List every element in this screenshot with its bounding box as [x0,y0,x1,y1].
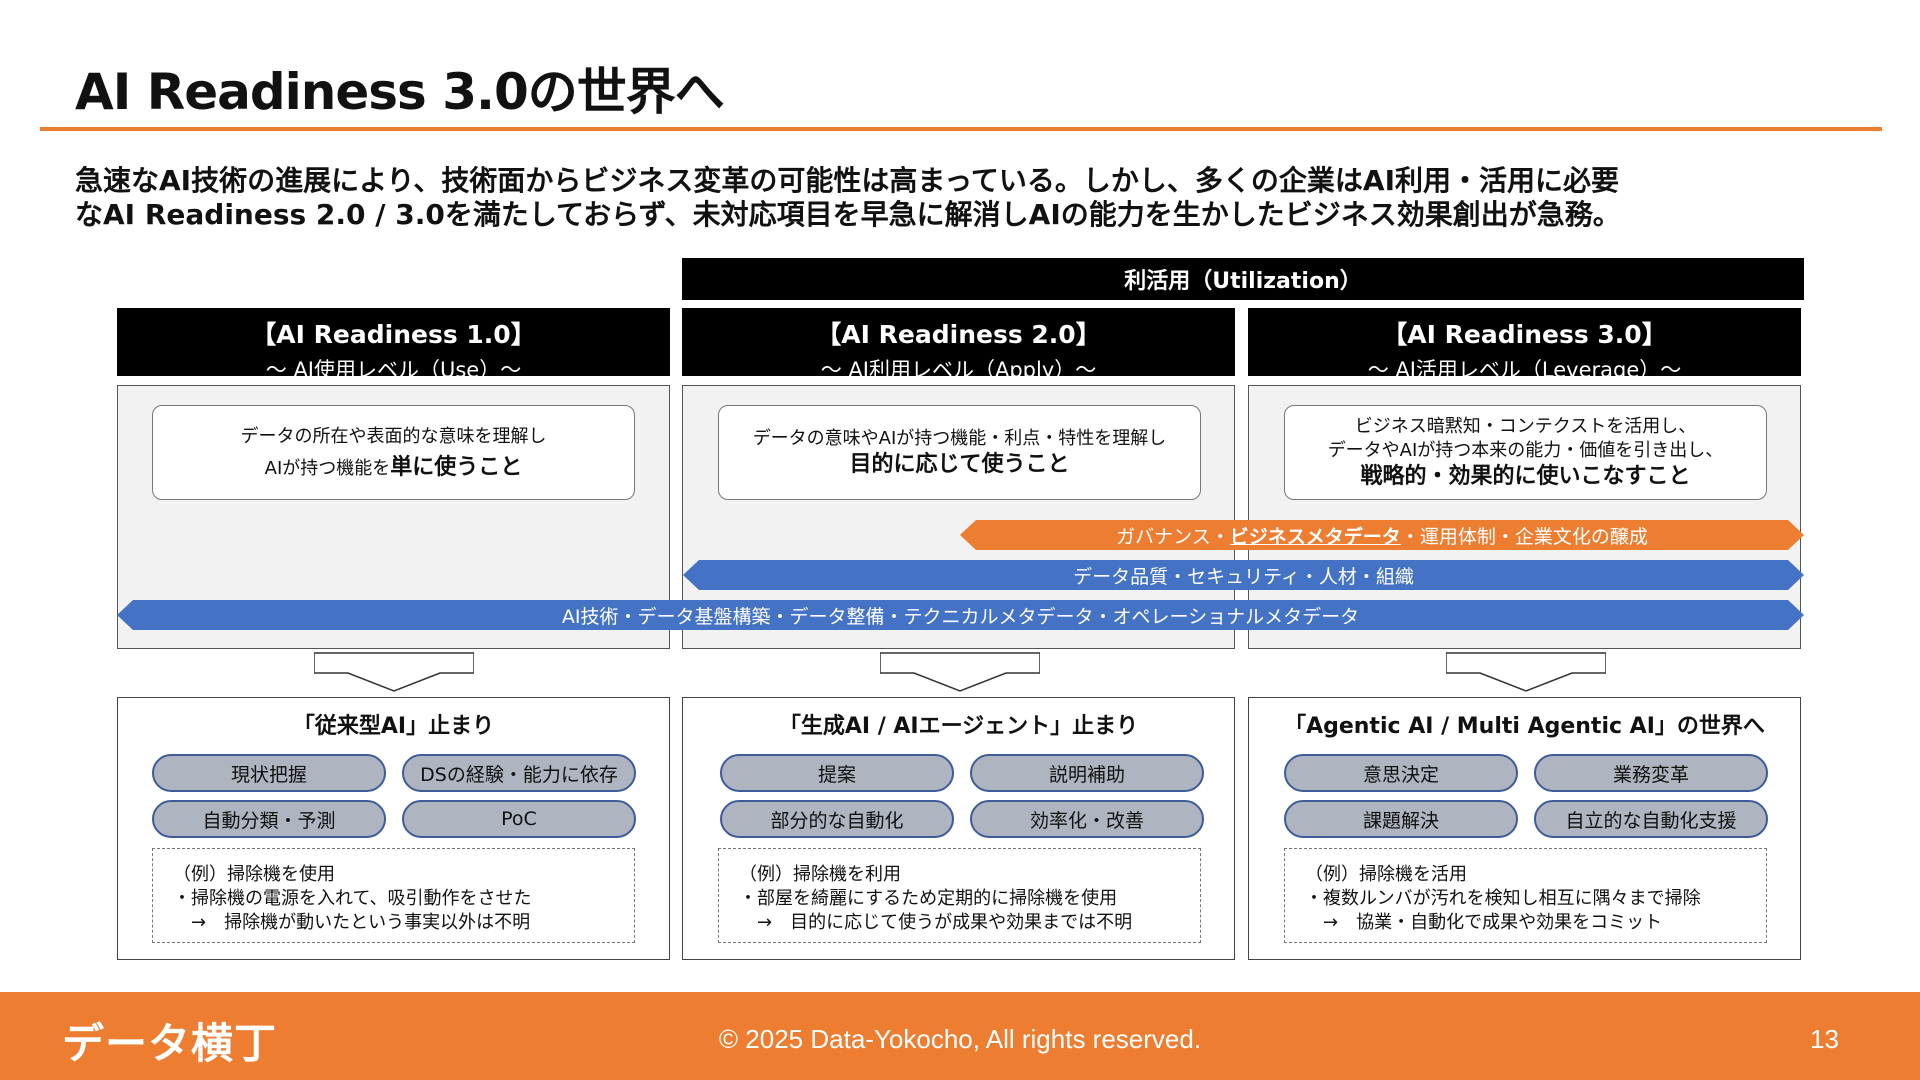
definition-line: データの所在や表面的な意味を理解し [240,425,547,447]
definition-emphasis: 戦略的・効果的に使いこなすこと [1360,463,1691,489]
utilization-header: 利活用（Utilization） [682,258,1804,300]
readiness-3-definition: ビジネス暗黙知・コンテクストを活用し、 データやAIが持つ本来の能力・価値を引き… [1284,405,1767,500]
definition-emphasis: 目的に応じて使うこと [849,451,1070,477]
definition-line: ビジネス暗黙知・コンテクストを活用し、 [1354,415,1697,437]
column-header-readiness-2: 【AI Readiness 2.0】 ～ AI利用レベル（Apply）～ [682,308,1235,382]
copyright-text: © 2025 Data-Yokocho, All rights reserved… [718,1024,1202,1054]
governance-band: ガバナンス・ビジネスメタデータ・運用体制・企業文化の醸成 [960,520,1804,550]
column-header-readiness-3: 【AI Readiness 3.0】 ～ AI活用レベル（Leverage）～ [1248,308,1801,382]
tag-pill: 業務変革 [1534,754,1768,792]
tag-pill: 説明補助 [970,754,1204,792]
tag-pill: 部分的な自動化 [720,800,954,838]
footer-bar [0,992,1920,1080]
example-line: （例）掃除機を活用 [1305,864,1467,885]
column-subtitle: ～ AI使用レベル（Use）～ [265,358,522,382]
tag-pill: 効率化・改善 [970,800,1204,838]
readiness-1-example: （例）掃除機を使用 ・掃除機の電源を入れて、吸引動作をさせた → 掃除機が動いた… [152,848,635,943]
readiness-2-example: （例）掃除機を利用 ・部屋を綺麗にするため定期的に掃除機を使用 → 目的に応じて… [718,848,1201,943]
definition-text: AIが持つ機能を [264,457,391,479]
data-quality-band: データ品質・セキュリティ・人材・組織 [683,560,1804,590]
column-title: 【AI Readiness 3.0】 [1382,320,1667,349]
example-line: ・掃除機の電源を入れて、吸引動作をさせた [173,888,532,909]
readiness-2-definition: データの意味やAIが持つ機能・利点・特性を理解し 目的に応じて使うこと [718,405,1201,500]
brand-logo: データ横丁 [62,1019,278,1068]
definition-line: AIが持つ機能を単に使うこと [153,449,634,481]
result-title: 「Agentic AI / Multi Agentic AI」の世界へ [1284,714,1765,739]
page-number: 13 [1810,1024,1839,1054]
result-title: 「生成AI / AIエージェント」止まり [778,714,1139,739]
tag-pill: PoC [402,800,636,838]
tag-pill: DSの経験・能力に依存 [402,754,636,792]
down-arrow-icon [1446,652,1606,692]
down-arrow-icon [314,652,474,692]
band-text: ガバナンス・ [1116,525,1230,548]
band-emphasis: ビジネスメタデータ [1229,525,1401,548]
example-line: ・複数ルンバが汚れを検知し相互に隅々まで掃除 [1305,888,1701,909]
tag-pill: 自動分類・予測 [152,800,386,838]
ai-technology-band: AI技術・データ基盤構築・データ整備・テクニカルメタデータ・オペレーショナルメタ… [117,600,1804,630]
example-line: （例）掃除機を使用 [173,864,335,885]
column-header-readiness-1: 【AI Readiness 1.0】 ～ AI使用レベル（Use）～ [117,308,670,382]
lead-text: 急速なAI技術の進展により、技術面からビジネス変革の可能性は高まっている。しかし… [75,164,1875,232]
definition-line: データの意味やAIが持つ機能・利点・特性を理解し [752,427,1167,449]
tag-pill: 課題解決 [1284,800,1518,838]
page-title: AI Readiness 3.0の世界へ [75,63,725,121]
example-line: → 協業・自動化で成果や効果をコミット [1305,912,1663,933]
column-subtitle: ～ AI活用レベル（Leverage）～ [1367,358,1682,382]
column-subtitle: ～ AI利用レベル（Apply）～ [820,358,1097,382]
result-title: 「従来型AI」止まり [292,714,495,739]
readiness-3-example: （例）掃除機を活用 ・複数ルンバが汚れを検知し相互に隅々まで掃除 → 協業・自動… [1284,848,1767,943]
column-title: 【AI Readiness 2.0】 [816,320,1101,349]
lead-line-2: なAI Readiness 2.0 / 3.0を満たしておらず、未対応項目を早急… [75,198,1621,231]
down-arrow-icon [880,652,1040,692]
title-divider [40,127,1882,131]
lead-line-1: 急速なAI技術の進展により、技術面からビジネス変革の可能性は高まっている。しかし… [75,164,1619,197]
definition-line: データやAIが持つ本来の能力・価値を引き出し、 [1327,439,1724,461]
example-line: （例）掃除機を利用 [739,864,901,885]
tag-pill: 意思決定 [1284,754,1518,792]
readiness-1-definition: データの所在や表面的な意味を理解し AIが持つ機能を単に使うこと [152,405,635,500]
example-line: → 掃除機が動いたという事実以外は不明 [173,912,531,933]
tag-pill: 提案 [720,754,954,792]
definition-emphasis: 単に使うこと [390,454,523,480]
example-line: → 目的に応じて使うが成果や効果までは不明 [739,912,1133,933]
tag-pill: 自立的な自動化支援 [1534,800,1768,838]
band-text: ・運用体制・企業文化の醸成 [1400,525,1648,548]
column-title: 【AI Readiness 1.0】 [251,320,536,349]
example-line: ・部屋を綺麗にするため定期的に掃除機を使用 [739,888,1118,909]
tag-pill: 現状把握 [152,754,386,792]
